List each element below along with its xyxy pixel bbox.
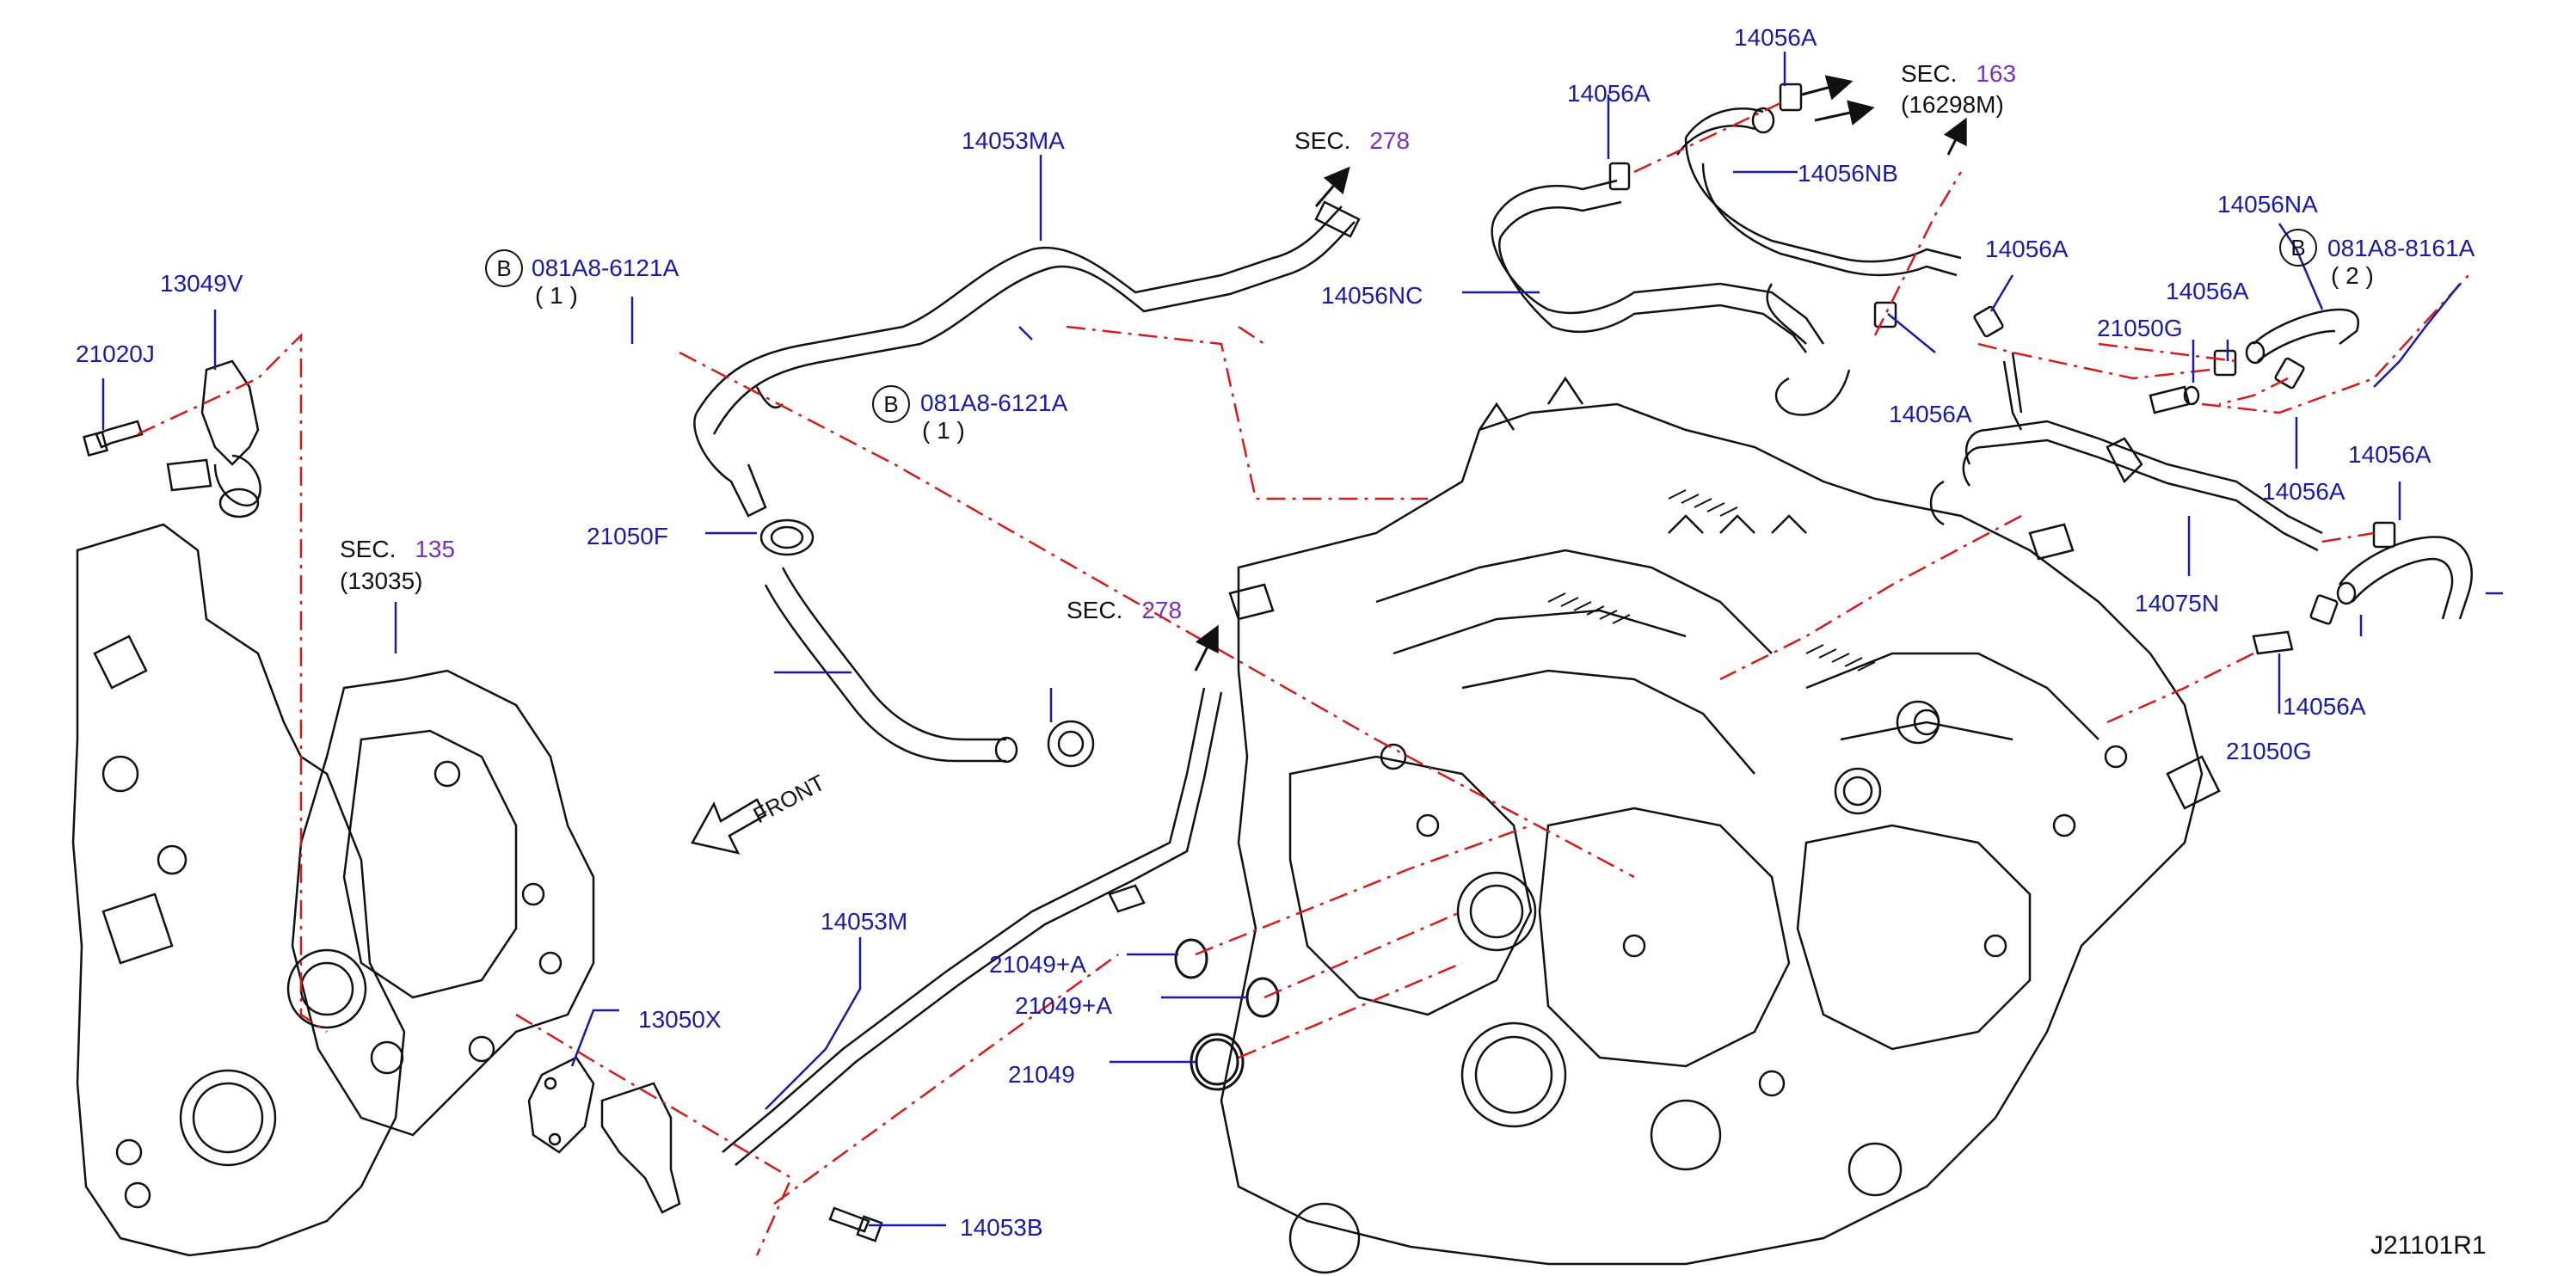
sec-278-top-num: 278 — [1369, 127, 1411, 154]
leader-lines — [101, 52, 2503, 1227]
label-14056A-7: 14056A — [2348, 441, 2432, 468]
label-14056A-2: 14056A — [1567, 80, 1651, 107]
sec-278-mid-num: 278 — [1141, 597, 1183, 623]
sec-278-top: SEC. 278 — [1294, 129, 1410, 153]
hose-group-top — [1491, 107, 1962, 416]
pipe-14053MA — [693, 200, 1361, 518]
water-pump-cover — [286, 669, 595, 1137]
water-outlet-13049V — [166, 359, 261, 518]
section-arrows — [1194, 75, 1967, 672]
bolt-mark-b1: B — [485, 249, 523, 287]
gasket-13050X — [527, 1056, 681, 1214]
qty-b1: ( 1 ) — [535, 282, 578, 309]
qty-b3: ( 2 ) — [2331, 262, 2374, 289]
sec-135-text: SEC. — [340, 536, 397, 562]
label-14075N: 14075N — [2135, 590, 2220, 617]
phantom-lines — [137, 101, 2469, 1256]
label-21020J: 21020J — [76, 340, 155, 367]
label-14056A-6: 14056A — [2262, 478, 2345, 505]
label-14056A-3: 14056A — [1985, 236, 2069, 262]
sec-135: SEC. 135 — [340, 537, 455, 561]
hose-14055N — [764, 567, 1018, 764]
label-14056A-5: 14056A — [2166, 278, 2249, 304]
pipe-14053M — [722, 687, 1223, 1166]
bolt-mark-b3: B — [2279, 229, 2317, 267]
qty-b2: ( 1 ) — [922, 417, 965, 444]
label-081A8-6121A-1: 081A8-6121A — [532, 255, 679, 281]
label-14056NC: 14056NC — [1321, 282, 1423, 309]
label-21049: 21049 — [1008, 1061, 1075, 1088]
label-14053M: 14053M — [821, 908, 908, 935]
clamp-21050F — [759, 518, 1095, 768]
sec-163-text: SEC. — [1901, 60, 1958, 87]
label-14053B: 14053B — [960, 1214, 1043, 1241]
label-21050F: 21050F — [587, 523, 668, 549]
label-13049V: 13049V — [160, 270, 243, 297]
label-081A8-6121A-2: 081A8-6121A — [920, 390, 1068, 416]
label-14056A-1: 14056A — [1734, 24, 1817, 51]
label-14056A-8: 14056A — [2283, 693, 2366, 720]
clamps-14056A — [1608, 83, 2396, 625]
sec-135-sub: (13035) — [340, 567, 423, 594]
diagram-ref-code: J21101R1 — [2370, 1231, 2487, 1260]
hose-lower-right — [2336, 536, 2473, 620]
engine-block — [1220, 376, 2221, 1274]
hose-14056NA — [2245, 308, 2360, 365]
label-21050G-a: 21050G — [2097, 315, 2183, 341]
sec-163-sub: (16298M) — [1901, 91, 2004, 118]
sec-135-num: 135 — [415, 536, 456, 562]
label-081A8-8161A: 081A8-8161A — [2327, 235, 2475, 261]
label-14056A-4: 14056A — [1889, 401, 1972, 427]
sec-163-num: 163 — [1976, 60, 2017, 87]
bolt-mark-b2: B — [872, 385, 910, 423]
sec-278-top-text: SEC. — [1294, 127, 1351, 154]
label-21050G-b: 21050G — [2226, 738, 2312, 764]
bolt-14053B — [828, 1206, 883, 1242]
engine-cover-ribs — [1547, 489, 1876, 672]
label-13050X: 13050X — [638, 1006, 722, 1033]
label-14056NB: 14056NB — [1798, 160, 1898, 187]
label-14053MA: 14053MA — [962, 127, 1065, 154]
sec-163: SEC. 163 — [1901, 62, 2016, 86]
bolt-21020J — [82, 420, 144, 457]
sec-278-mid-text: SEC. — [1067, 597, 1123, 623]
o-rings-21049 — [1174, 938, 1280, 1091]
pipe-14075N — [1929, 352, 2323, 552]
fittings-21050G — [2149, 385, 2294, 655]
front-arrow — [691, 798, 767, 855]
label-21049A-2: 21049+A — [1015, 992, 1112, 1019]
label-14056NA: 14056NA — [2217, 191, 2318, 218]
sec-278-mid: SEC. 278 — [1067, 598, 1182, 623]
front-cover — [71, 523, 406, 1257]
label-21049A-1: 21049+A — [989, 951, 1086, 978]
